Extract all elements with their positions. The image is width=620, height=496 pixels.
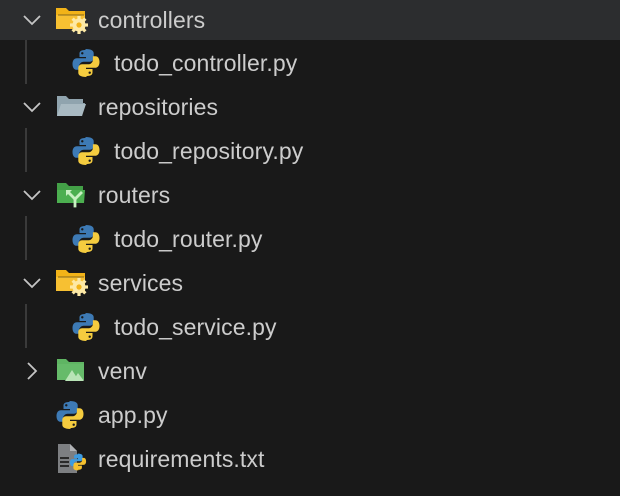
tree-item-controllers[interactable]: controllers (0, 0, 620, 40)
tree-item-label: todo_controller.py (114, 49, 298, 76)
tree-item-label: todo_repository.py (114, 137, 304, 164)
folder-services-icon (55, 267, 89, 297)
python-icon (71, 136, 105, 166)
tree-item-label: services (98, 269, 184, 296)
tree-item-services[interactable]: services (0, 261, 620, 305)
tree-item-repositories[interactable]: repositories (0, 85, 620, 129)
folder-open-icon (55, 92, 89, 122)
python-requirements-icon (56, 443, 90, 473)
tree-item-app-py[interactable]: app.py (0, 393, 620, 437)
folder-venv-icon (55, 356, 89, 386)
indent-guide (25, 40, 27, 84)
tree-item-venv[interactable]: venv (0, 349, 620, 393)
tree-item-todo-router[interactable]: todo_router.py (0, 217, 620, 261)
chevron-down-icon[interactable] (20, 8, 44, 32)
tree-item-todo-controller[interactable]: todo_controller.py (0, 41, 620, 85)
tree-item-label: repositories (98, 93, 219, 120)
chevron-down-icon[interactable] (20, 183, 44, 207)
python-icon (71, 312, 105, 342)
tree-item-label: todo_router.py (114, 225, 263, 252)
tree-item-todo-repository[interactable]: todo_repository.py (0, 129, 620, 173)
chevron-down-icon[interactable] (20, 95, 44, 119)
tree-item-label: todo_service.py (114, 313, 277, 340)
python-icon (71, 224, 105, 254)
indent-guide (25, 128, 27, 172)
python-icon (55, 400, 89, 430)
folder-routes-icon (55, 180, 89, 210)
tree-item-label: routers (98, 181, 171, 208)
chevron-down-icon[interactable] (20, 271, 44, 295)
tree-item-todo-service[interactable]: todo_service.py (0, 305, 620, 349)
folder-controllers-icon (55, 5, 89, 35)
tree-item-label: app.py (98, 401, 168, 428)
chevron-right-icon[interactable] (20, 359, 44, 383)
tree-item-requirements-txt[interactable]: requirements.txt (0, 437, 620, 481)
indent-guide (25, 304, 27, 348)
python-icon (71, 48, 105, 78)
tree-item-label: controllers (98, 6, 206, 33)
indent-guide (25, 216, 27, 260)
tree-item-label: requirements.txt (98, 445, 265, 472)
tree-item-routers[interactable]: routers (0, 173, 620, 217)
tree-item-label: venv (98, 357, 147, 384)
